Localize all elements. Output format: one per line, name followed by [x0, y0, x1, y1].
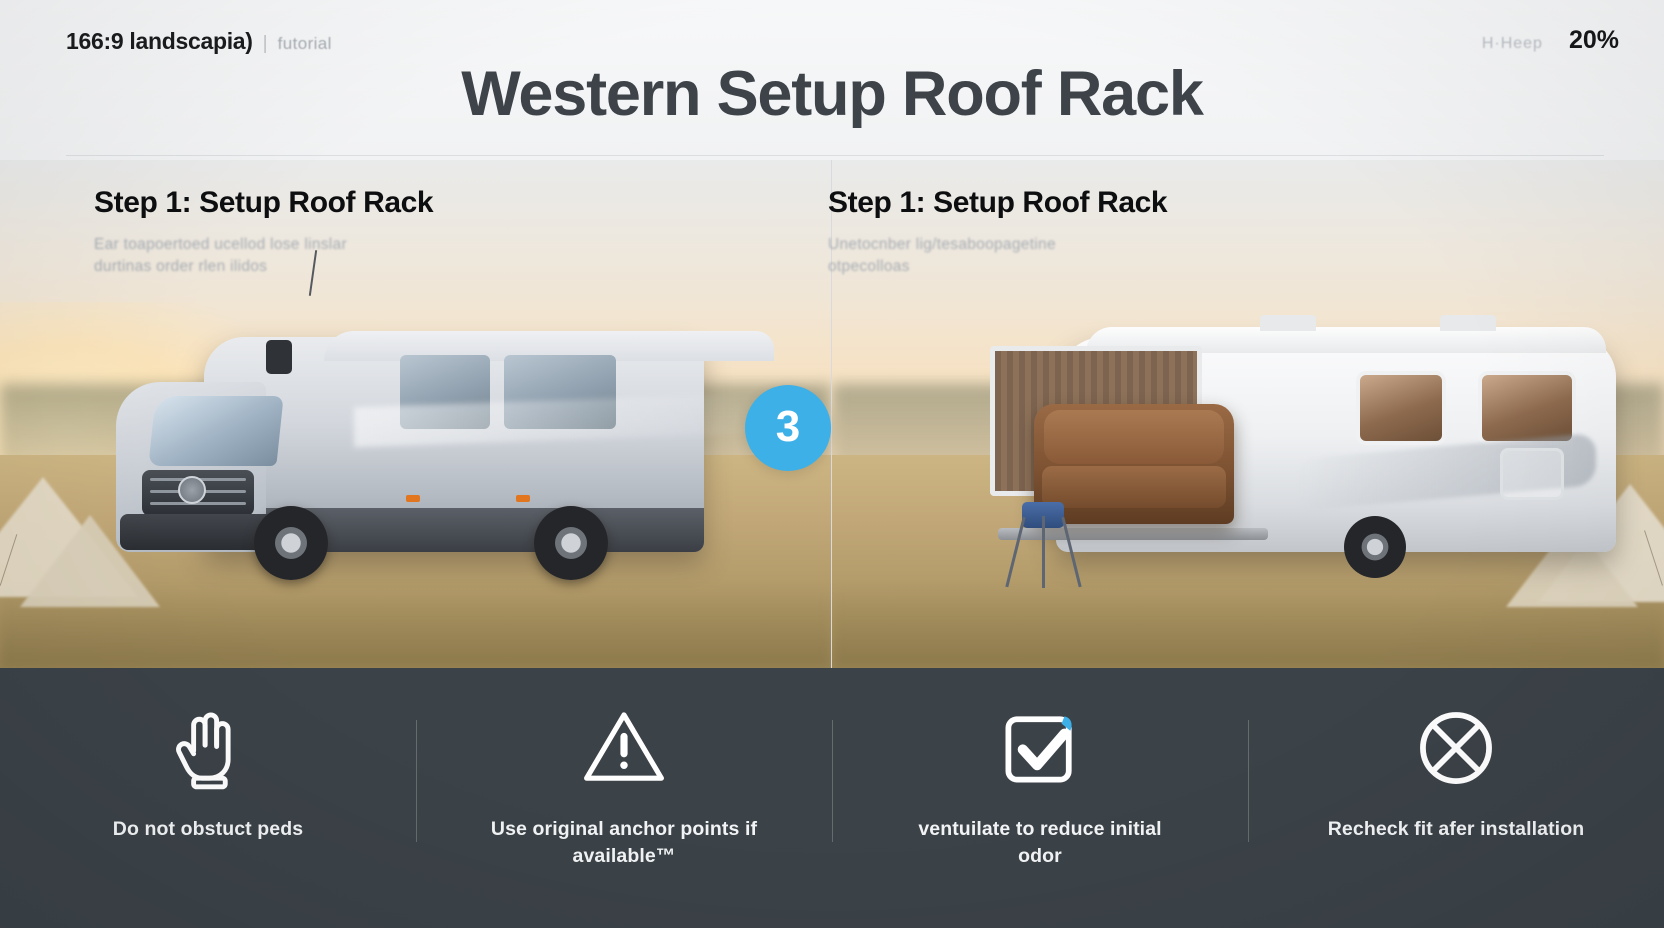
- step-number: 3: [775, 402, 801, 451]
- step-number-badge[interactable]: 3: [745, 385, 831, 471]
- step-description-line: Ear toapoertoed ucellod lose linslar: [94, 236, 347, 253]
- step-title: Step 1: Setup Roof Rack: [828, 186, 1168, 219]
- caravan-roof-vent: [1440, 315, 1496, 331]
- cargo-van-illustration: [116, 250, 774, 594]
- step-description-line: durtinas order rlen ilidos: [94, 258, 268, 276]
- tripod-stand: [1000, 502, 1084, 588]
- caravan-window: [1478, 371, 1576, 445]
- sofa-backrest: [1044, 410, 1224, 464]
- step-title: Step 1: Setup Roof Rack: [94, 186, 434, 219]
- tip-label: ventuilate to reduce initial odor: [918, 818, 1162, 867]
- step-block-right: Step 1: Setup Roof Rack Unetocnber lig/t…: [828, 186, 1388, 279]
- step-description-line: otpecolloas: [828, 258, 910, 276]
- safety-tips-bar: Do not obstuct peds Use original anchor …: [0, 668, 1664, 928]
- tip-label: Use original anchor points if available™: [490, 818, 758, 867]
- caravan-window: [1356, 371, 1446, 445]
- van-windshield: [148, 396, 284, 466]
- header-faded-label: H·Heep: [1481, 35, 1543, 52]
- tip-label: Do not obstuct peds: [112, 818, 304, 840]
- warning-triangle-icon: [584, 712, 664, 781]
- leather-sofa: [1034, 404, 1234, 524]
- van-wheel: [254, 506, 328, 580]
- tip-item: Use original anchor points if available™: [416, 668, 832, 928]
- panels-row: [0, 160, 1664, 668]
- caravan-wheel: [1344, 516, 1406, 578]
- sofa-seat: [1042, 466, 1226, 508]
- van-side-mirror: [266, 340, 292, 374]
- tip-label: Recheck fit afer installation: [1327, 818, 1585, 840]
- caravan-illustration: [976, 288, 1616, 598]
- tip-item: Do not obstuct peds: [0, 668, 416, 928]
- progress-percent: 20%: [1568, 26, 1619, 54]
- circle-x-icon: [1420, 712, 1492, 784]
- van-emblem: [178, 476, 206, 504]
- step-description: Unetocnber lig/tesaboopagetine otpecollo…: [828, 234, 1388, 279]
- step-block-left: Step 1: Setup Roof Rack Ear toapoertoed …: [94, 186, 654, 279]
- meta-separator: |: [262, 33, 268, 54]
- van-side-marker: [406, 495, 420, 502]
- van-side-marker: [516, 495, 530, 502]
- header-divider: [66, 155, 1604, 156]
- panel-divider: [831, 160, 832, 668]
- tip-item: ventuilate to reduce initial odor: [832, 668, 1248, 928]
- hand-stop-icon: [176, 712, 231, 790]
- van-bumper: [120, 514, 270, 550]
- step-description-line: Unetocnber lig/tesaboopagetine: [828, 236, 1056, 253]
- header-meta-right: H·Heep 20%: [1482, 26, 1619, 55]
- caravan-roof-vent: [1260, 315, 1316, 331]
- caravan-hatch: [1500, 448, 1564, 500]
- checkbox-checked-icon: [1005, 716, 1072, 783]
- aspect-ratio-label: 166:9 landscapia): [66, 28, 253, 54]
- tutorial-kind-label: futorial: [277, 34, 332, 53]
- panel-right: [832, 160, 1664, 668]
- tip-item: Recheck fit afer installation: [1248, 668, 1664, 928]
- van-wheel: [534, 506, 608, 580]
- step-description: Ear toapoertoed ucellod lose linslar dur…: [94, 234, 654, 279]
- slide-header: 166:9 landscapia) | futorial H·Heep 20% …: [0, 0, 1664, 160]
- panel-left: [0, 160, 832, 668]
- header-meta-left: 166:9 landscapia) | futorial: [66, 28, 332, 55]
- page-title: Western Setup Roof Rack: [461, 59, 1204, 129]
